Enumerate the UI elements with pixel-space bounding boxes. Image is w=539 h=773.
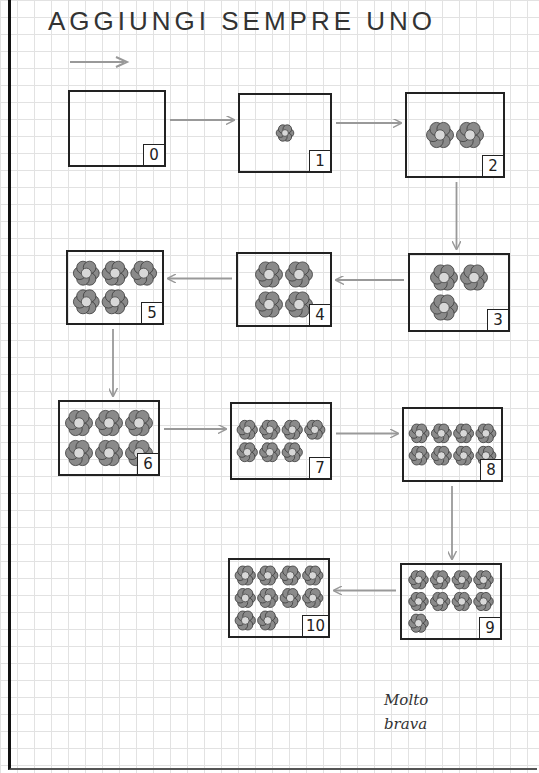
counting-box: 10 (228, 558, 330, 638)
flow-arrow (164, 428, 226, 430)
title: AGGIUNGI SEMPRE UNO (48, 6, 436, 37)
counting-box: 7 (230, 402, 332, 480)
counting-box: 1 (238, 93, 332, 173)
number-label: 6 (137, 453, 158, 474)
title-arrow-head (116, 57, 127, 67)
flow-arrow (336, 122, 401, 124)
counting-box: 6 (58, 400, 160, 476)
flow-arrow (456, 182, 458, 249)
number-label: 5 (141, 302, 162, 323)
flow-arrow (168, 278, 232, 280)
title-arrow (70, 61, 124, 63)
number-label: 0 (143, 144, 164, 165)
flow-arrow (170, 119, 234, 121)
counting-box: 8 (402, 407, 503, 482)
counting-box: 2 (405, 92, 505, 178)
number-label: 7 (309, 457, 330, 478)
number-label: 9 (479, 617, 500, 638)
flow-arrow (334, 590, 396, 592)
counting-box: 4 (236, 252, 332, 327)
counting-box: 9 (400, 563, 502, 640)
counting-box: 3 (408, 253, 510, 332)
flow-arrow (336, 433, 398, 435)
flow-arrow (112, 329, 114, 396)
number-label: 1 (309, 150, 330, 171)
page-border (8, 0, 537, 770)
number-label: 4 (309, 304, 330, 325)
flow-arrow (336, 279, 404, 281)
number-label: 10 (302, 615, 328, 636)
teacher-note: Molto brava (384, 688, 440, 736)
counting-box: 5 (66, 250, 164, 325)
number-label: 2 (482, 155, 503, 176)
number-label: 8 (480, 459, 501, 480)
counting-box: 0 (68, 90, 166, 167)
number-label: 3 (487, 309, 508, 330)
flow-arrow (451, 486, 453, 559)
